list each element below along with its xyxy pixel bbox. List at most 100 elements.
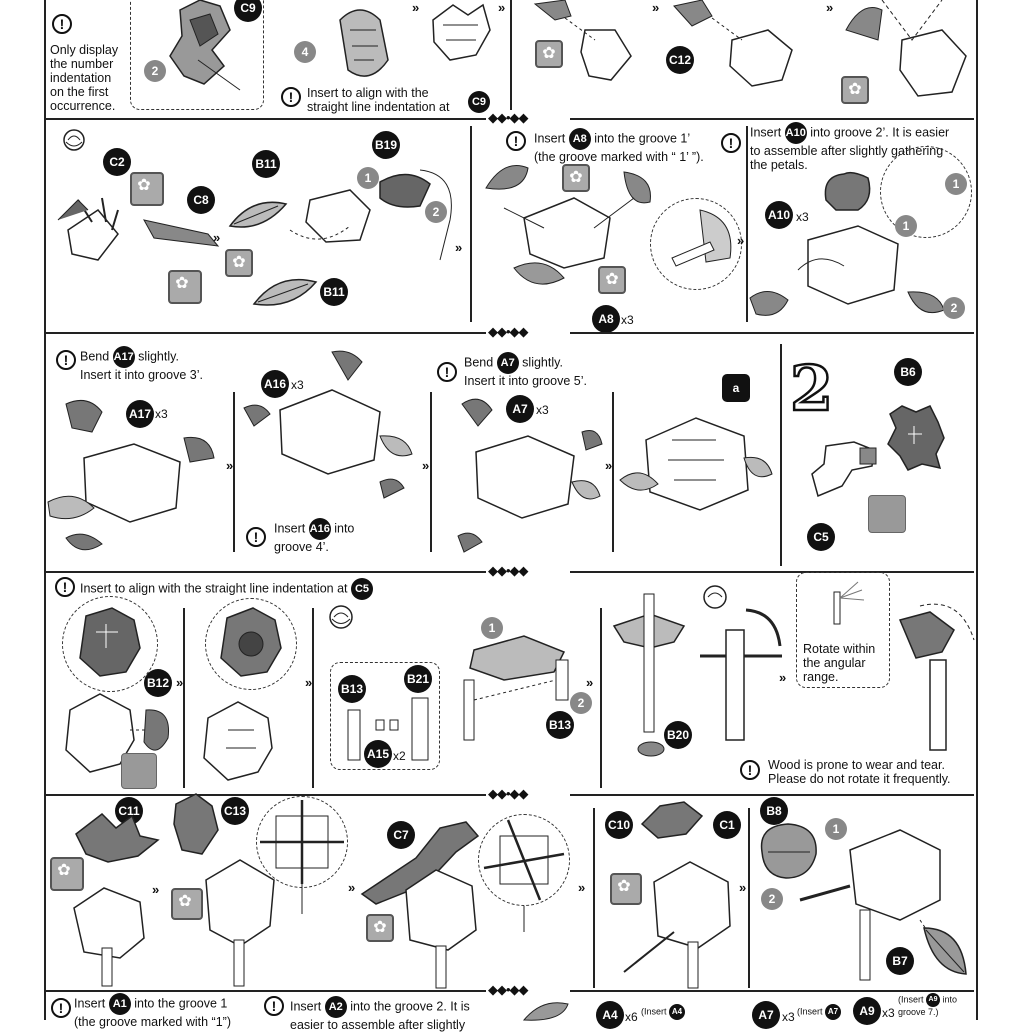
part-label-c7: C7 (387, 821, 415, 849)
divider-ornament: ◆◆•◆◆ (488, 324, 529, 339)
note-text: (Insert (641, 1006, 667, 1017)
part-label-c9-note: C9 (468, 91, 490, 113)
assembly-diagram-tower (700, 608, 782, 741)
detail-groove-diagram (671, 209, 732, 267)
note-insert-a1: Insert A1 into the groove 1 (the groove … (74, 993, 274, 1029)
step-arrow: » (498, 0, 505, 15)
section-divider (46, 571, 486, 573)
assembly-diagram-flower-complete (619, 417, 773, 511)
divider (780, 344, 782, 566)
warning-icon: ! (246, 527, 266, 547)
step-arrow: » (348, 880, 355, 895)
step-arrow: » (586, 675, 593, 690)
step-number-2: 2 (761, 888, 783, 910)
part-label-c13: C13 (221, 797, 249, 825)
flower-icon (171, 888, 203, 920)
part-label-a7: A7 (506, 395, 534, 423)
quantity-a16: x3 (291, 378, 304, 392)
flower-icon (366, 914, 394, 942)
step-number-1: 1 (825, 818, 847, 840)
assembly-diagram-c9 (169, 0, 241, 91)
step-arrow: » (305, 675, 312, 690)
step-number-large: 2 (789, 352, 835, 425)
step-arrow: » (226, 458, 233, 473)
step-arrow: » (605, 458, 612, 473)
divider (593, 808, 595, 988)
part-label-c2: C2 (103, 148, 131, 176)
part-label-a16-note: A16 (308, 518, 331, 540)
assembly-diagram-a16 (243, 350, 413, 499)
part-label-a16: A16 (261, 370, 289, 398)
assembly-diagram-tower-rotated (898, 603, 975, 751)
step-number-2: 2 (570, 692, 592, 714)
warning-icon: ! (55, 577, 75, 597)
step-number-1: 1 (357, 167, 379, 189)
leaf-part-c13 (173, 793, 219, 855)
part-label-b13: B13 (338, 675, 366, 703)
assembly-diagram-post (612, 593, 686, 733)
step-arrow: » (176, 675, 183, 690)
part-label-b21: B21 (404, 665, 432, 693)
note-align-c9: Insert to align with the straight line i… (307, 86, 450, 114)
part-label-a4: A4 (596, 1001, 624, 1029)
quantity-a15: x2 (393, 749, 406, 763)
quantity-a7: x3 (782, 1010, 795, 1024)
warning-icon: ! (740, 760, 760, 780)
assembly-diagram-b19 (289, 169, 452, 261)
note-text: into groove 4’. (274, 521, 355, 554)
assembly-diagram-gear-mounted (203, 701, 273, 781)
quantity-a10: x3 (796, 210, 809, 224)
note-bend-a7: Bend A7 slightly. Insert it into groove … (464, 352, 634, 388)
warning-icon: ! (506, 131, 526, 151)
assembly-diagram-a17 (47, 399, 215, 551)
part-label-b12: B12 (144, 669, 172, 697)
assembly-diagram-a7 (457, 398, 603, 553)
warning-icon: ! (56, 350, 76, 370)
part-label-a10: A10 (765, 201, 793, 229)
leaf-part-c11 (75, 813, 160, 863)
note-text: into groove 7.) (898, 994, 958, 1017)
part-label-a10-note: A10 (784, 122, 807, 144)
warning-icon: ! (52, 14, 72, 34)
note-insert-a2: Insert A2 into the groove 2. It is easie… (290, 996, 500, 1032)
detail-circle (205, 598, 297, 690)
part-label-a4b: A4 (669, 1004, 686, 1020)
assembly-diagram-c7-flower (405, 869, 477, 989)
part-label-b11-top: B11 (252, 150, 280, 178)
assembly-diagram-petals (432, 3, 491, 61)
petal-part-b8 (760, 823, 817, 879)
step-arrow: » (412, 0, 419, 15)
assembly-diagram-a8-petals (485, 165, 651, 285)
divider-ornament: ◆◆•◆◆ (488, 563, 529, 578)
step-number-4: 4 (294, 41, 316, 63)
note-bend-a17: Bend A17 slightly. Insert it into groove… (80, 346, 240, 382)
note-text: Insert (290, 999, 322, 1014)
assembly-diagram-flower-half (673, 0, 793, 87)
section-divider (46, 118, 486, 120)
quantity-a17: x3 (155, 407, 168, 421)
flower-icon (225, 249, 253, 277)
divider (746, 126, 748, 322)
note-text: Insert (750, 125, 782, 140)
stand-part-c5 (811, 441, 877, 498)
divider (312, 608, 314, 788)
flower-icon (598, 266, 626, 294)
part-label-b11-bottom: B11 (320, 278, 348, 306)
part-label-b13b: B13 (546, 711, 574, 739)
divider (600, 608, 602, 788)
divider-ornament: ◆◆•◆◆ (488, 786, 529, 801)
step-arrow: » (779, 670, 786, 685)
part-label-c5-note: C5 (351, 578, 374, 600)
note-align-c5: Insert to align with the straight line i… (80, 578, 374, 600)
detail-circle (478, 814, 570, 906)
assembly-diagram-c12 (533, 0, 632, 81)
step-number-2: 2 (425, 201, 447, 223)
detail-gear-front (79, 607, 141, 677)
section-divider (570, 794, 974, 796)
assembly-diagram-b8-b7 (799, 829, 941, 981)
page-frame (44, 0, 978, 1020)
warning-icon: ! (264, 996, 284, 1016)
note-text: into the groove 1’ (the groove marked wi… (534, 131, 704, 164)
section-divider (570, 990, 974, 992)
part-label-a17-note: A17 (112, 346, 135, 368)
